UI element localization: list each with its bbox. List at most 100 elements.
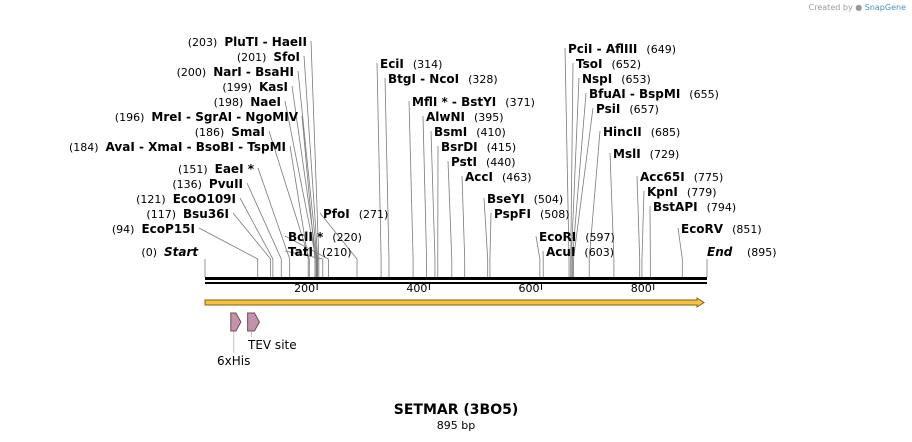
site-connector-smai: [268, 130, 310, 277]
start-position: (0): [141, 246, 157, 259]
site-label-psti[interactable]: PstI(440): [451, 155, 516, 169]
sequence-title: SETMAR (3BO5): [393, 402, 519, 418]
site-position-pfoi: (271): [359, 208, 389, 221]
site-label-sfoi[interactable]: (201)SfoI: [237, 50, 300, 64]
site-position-ecoo109i: (121): [136, 193, 166, 206]
site-position-ecori: (597): [585, 231, 615, 244]
feature-label-tev-site: TEV site: [247, 338, 297, 352]
site-position-mrei-sgrai-ngomiv: (196): [115, 111, 145, 124]
site-connector-ecori: [535, 235, 541, 277]
site-label-kasi[interactable]: (199)KasI: [222, 80, 288, 94]
feature-6xhis[interactable]: [230, 312, 242, 332]
site-label-bfuai-bspmi[interactable]: BfuAI - BspMI (655): [589, 87, 719, 101]
site-label-pvuii[interactable]: (136)PvuII: [172, 177, 243, 191]
site-position-ecop15i: (94): [112, 223, 135, 236]
site-label-alwni[interactable]: AlwNI (395): [426, 110, 504, 124]
site-name-mfli-bstyi: MflI * - BstYI: [412, 95, 496, 109]
site-name-pfoi: PfoI: [323, 207, 350, 221]
site-position-bfuai-bspmi: (655): [689, 88, 719, 101]
site-connector-btgi-ncoi: [384, 77, 390, 277]
site-connector-mfli-bstyi: [408, 100, 414, 277]
site-position-mfli-bstyi: (371): [505, 96, 535, 109]
site-label-btgi-ncoi[interactable]: BtgI - NcoI(328): [388, 72, 498, 86]
feature-track: 6xHis TEV site: [204, 297, 705, 368]
site-label-bcli[interactable]: BclI *(220): [288, 230, 362, 244]
site-connector-msli: [609, 152, 615, 277]
site-connector-mrei-sgrai-ngomiv: [301, 115, 316, 277]
site-label-pfoi[interactable]: PfoI (271): [323, 207, 388, 221]
site-name-alwni: AlwNI: [426, 110, 465, 124]
site-label-bsrdi[interactable]: BsrDI(415): [441, 140, 516, 154]
feature-tev-site[interactable]: [247, 312, 260, 332]
credit-prefix: Created by: [808, 3, 853, 12]
site-connector-hincii: [588, 130, 601, 277]
site-position-ecii: (314): [413, 58, 443, 71]
site-label-smai[interactable]: (186)SmaI: [195, 125, 265, 139]
tick-label-800: 800: [631, 282, 652, 295]
site-label-mrei-sgrai-ngomiv[interactable]: (196)MreI - SgrAI - NgoMIV: [115, 110, 299, 124]
site-name-acui: AcuI: [546, 245, 575, 259]
site-name-kpni: KpnI: [647, 185, 678, 199]
site-label-acui[interactable]: AcuI(603): [546, 245, 614, 259]
site-label-bstapi[interactable]: BstAPI(794): [653, 200, 736, 214]
site-label-psii[interactable]: PsiI(657): [596, 102, 659, 116]
site-label-ecorv[interactable]: EcoRV(851): [681, 222, 762, 236]
site-position-nari-bsahi: (200): [177, 66, 207, 79]
site-position-bsmi: (410): [476, 126, 506, 139]
site-label-pluti-haeii[interactable]: (203)PluTI - HaeII: [188, 35, 307, 49]
site-name-kasi: KasI: [259, 80, 288, 94]
site-position-bstapi: (794): [707, 201, 737, 214]
site-label-hincii[interactable]: HincII(685): [603, 125, 680, 139]
site-position-pcii-afliii: (649): [646, 43, 676, 56]
site-label-msli[interactable]: MslI(729): [613, 147, 679, 161]
tick-label-200: 200: [294, 282, 315, 295]
site-position-pspfi: (508): [540, 208, 570, 221]
site-name-bcli: BclI *: [288, 230, 324, 244]
start-label: Start: [164, 245, 199, 259]
site-label-avai-xmai-bsobi-tspmi[interactable]: (184)AvaI - XmaI - BsoBI - TspMI: [69, 140, 286, 154]
site-position-naei: (198): [214, 96, 244, 109]
site-position-alwni: (395): [474, 111, 504, 124]
site-name-tati: TatI: [288, 245, 313, 259]
site-label-tati[interactable]: TatI(210): [288, 245, 352, 259]
site-label-bseyi[interactable]: BseYI(504): [487, 192, 563, 206]
site-name-avai-xmai-bsobi-tspmi: AvaI - XmaI - BsoBI - TspMI: [106, 140, 286, 154]
site-name-tsoi: TsoI: [576, 57, 602, 71]
site-connector-pspfi: [489, 212, 492, 277]
site-label-pspfi[interactable]: PspFI(508): [494, 207, 570, 221]
site-name-ecorv: EcoRV: [681, 222, 724, 236]
backbone-bottom-strand: [205, 282, 707, 284]
feature-label-6xhis: 6xHis: [217, 354, 250, 368]
site-connector-ecii: [376, 62, 382, 277]
created-by-credit: Created by ● SnapGene: [809, 3, 906, 12]
site-label-mfli-bstyi[interactable]: MflI * - BstYI (371): [412, 95, 535, 109]
site-label-tsoi[interactable]: TsoI (652): [576, 57, 641, 71]
site-connector-kpni: [641, 190, 645, 277]
site-position-psii: (657): [629, 103, 659, 116]
site-name-bfuai-bspmi: BfuAI - BspMI: [589, 87, 680, 101]
site-label-pcii-afliii[interactable]: PciI - AflIII(649): [568, 42, 676, 56]
site-label-nspi[interactable]: NspI(653): [582, 72, 651, 86]
orf-arrow[interactable]: [204, 297, 705, 308]
site-label-ecop15i[interactable]: (94)EcoP15I: [112, 222, 195, 236]
site-name-bseyi: BseYI: [487, 192, 525, 206]
site-label-acci[interactable]: AccI(463): [465, 170, 532, 184]
site-label-bsu36i[interactable]: (117)Bsu36I: [146, 207, 229, 221]
site-label-ecoo109i[interactable]: (121)EcoO109I: [136, 192, 236, 206]
site-label-naei[interactable]: (198)NaeI: [214, 95, 281, 109]
site-position-tsoi: (652): [611, 58, 641, 71]
site-label-ecori[interactable]: EcoRI(597): [539, 230, 615, 244]
site-label-nari-bsahi[interactable]: (200)NarI - BsaHI: [177, 65, 294, 79]
site-label-eaei[interactable]: (151)EaeI *: [178, 162, 255, 176]
site-name-pvuii: PvuII: [209, 177, 243, 191]
tick-label-400: 400: [406, 282, 427, 295]
site-label-kpni[interactable]: KpnI(779): [647, 185, 717, 199]
site-connector-pcii-afliii: [564, 47, 570, 277]
site-name-acci: AccI: [465, 170, 493, 184]
site-label-bsmi[interactable]: BsmI(410): [434, 125, 506, 139]
site-label-ecii[interactable]: EciI(314): [380, 57, 442, 71]
site-name-psti: PstI: [451, 155, 477, 169]
site-name-acc65i: Acc65I: [640, 170, 685, 184]
site-label-acc65i[interactable]: Acc65I(775): [640, 170, 723, 184]
